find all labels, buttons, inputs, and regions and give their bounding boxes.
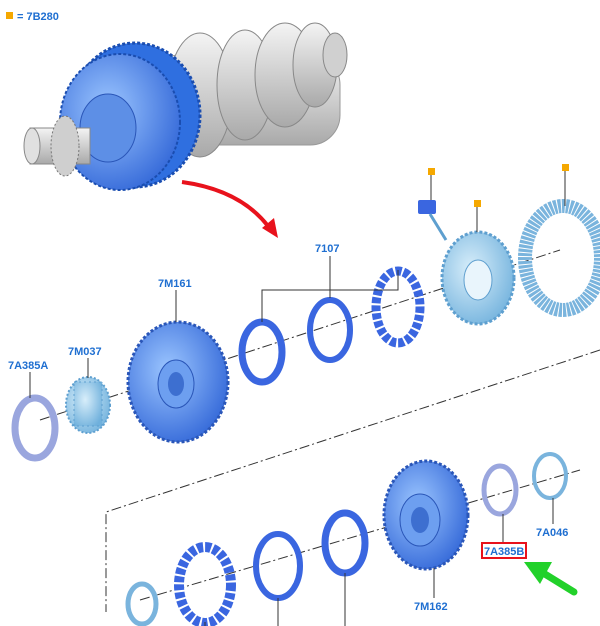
legend-text: = 7B280 xyxy=(17,11,59,23)
gear-shaft-assembly xyxy=(23,22,348,191)
shaft-stub xyxy=(23,115,91,177)
label-7A046: 7A046 xyxy=(536,527,568,539)
part-synchro-sleeve xyxy=(518,199,600,317)
shaft-blue-gear xyxy=(59,41,202,191)
legend-marker-icon xyxy=(6,12,13,19)
part-7M162-gear xyxy=(382,459,470,571)
part-7A385A-washer xyxy=(11,394,59,462)
part-synchro-hub xyxy=(418,200,516,326)
label-7M037: 7M037 xyxy=(68,346,102,358)
part-7M161-gear xyxy=(126,320,230,444)
label-7107: 7107 xyxy=(315,243,339,255)
part-7A385B-washer xyxy=(481,463,519,517)
markers xyxy=(428,164,569,232)
leaders-upper xyxy=(29,256,399,398)
part-7A046-clip xyxy=(532,452,568,500)
part-7M037-bearing xyxy=(65,376,111,434)
red-curved-arrow-icon xyxy=(181,180,278,238)
leaders-lower xyxy=(204,498,554,626)
marker-icon xyxy=(474,200,481,207)
legend: = 7B280 xyxy=(6,11,59,23)
marker-icon xyxy=(562,164,569,171)
label-7A385A: 7A385A xyxy=(8,360,48,372)
marker-icon xyxy=(428,168,435,175)
part-lower-washer xyxy=(125,581,159,626)
shift-key-icon xyxy=(418,200,448,241)
part-lower-rings xyxy=(253,509,369,601)
part-lower-synchro-ring xyxy=(174,542,236,626)
label-7M161: 7M161 xyxy=(158,278,192,290)
green-arrow-icon xyxy=(524,562,578,596)
highlight-box xyxy=(481,542,527,559)
label-7A385B: 7A385B xyxy=(484,546,524,558)
label-7M162: 7M162 xyxy=(414,601,448,613)
part-7107-rings xyxy=(238,266,425,386)
